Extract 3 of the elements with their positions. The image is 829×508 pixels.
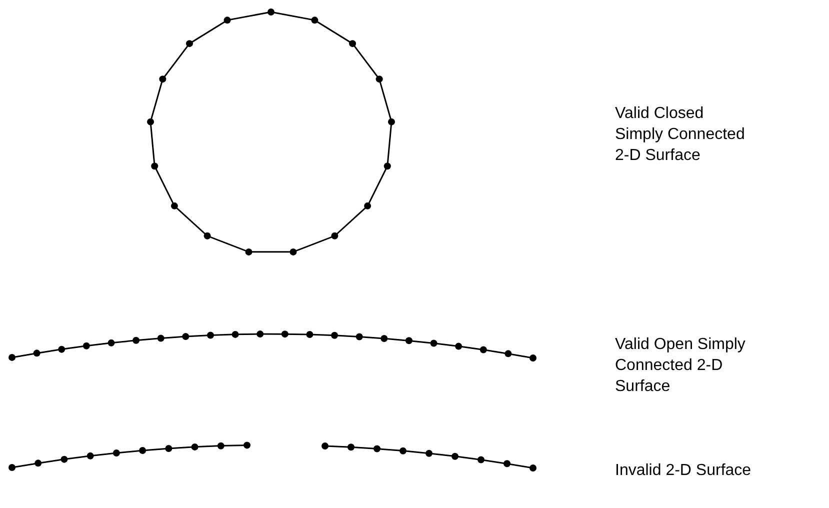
caption-text: Invalid 2-D Surface <box>615 461 752 481</box>
caption-text: Valid Open Simply Connected 2-D Surface <box>615 335 746 397</box>
caption-text: Valid Closed Simply Connected 2-D Surface <box>615 104 746 166</box>
